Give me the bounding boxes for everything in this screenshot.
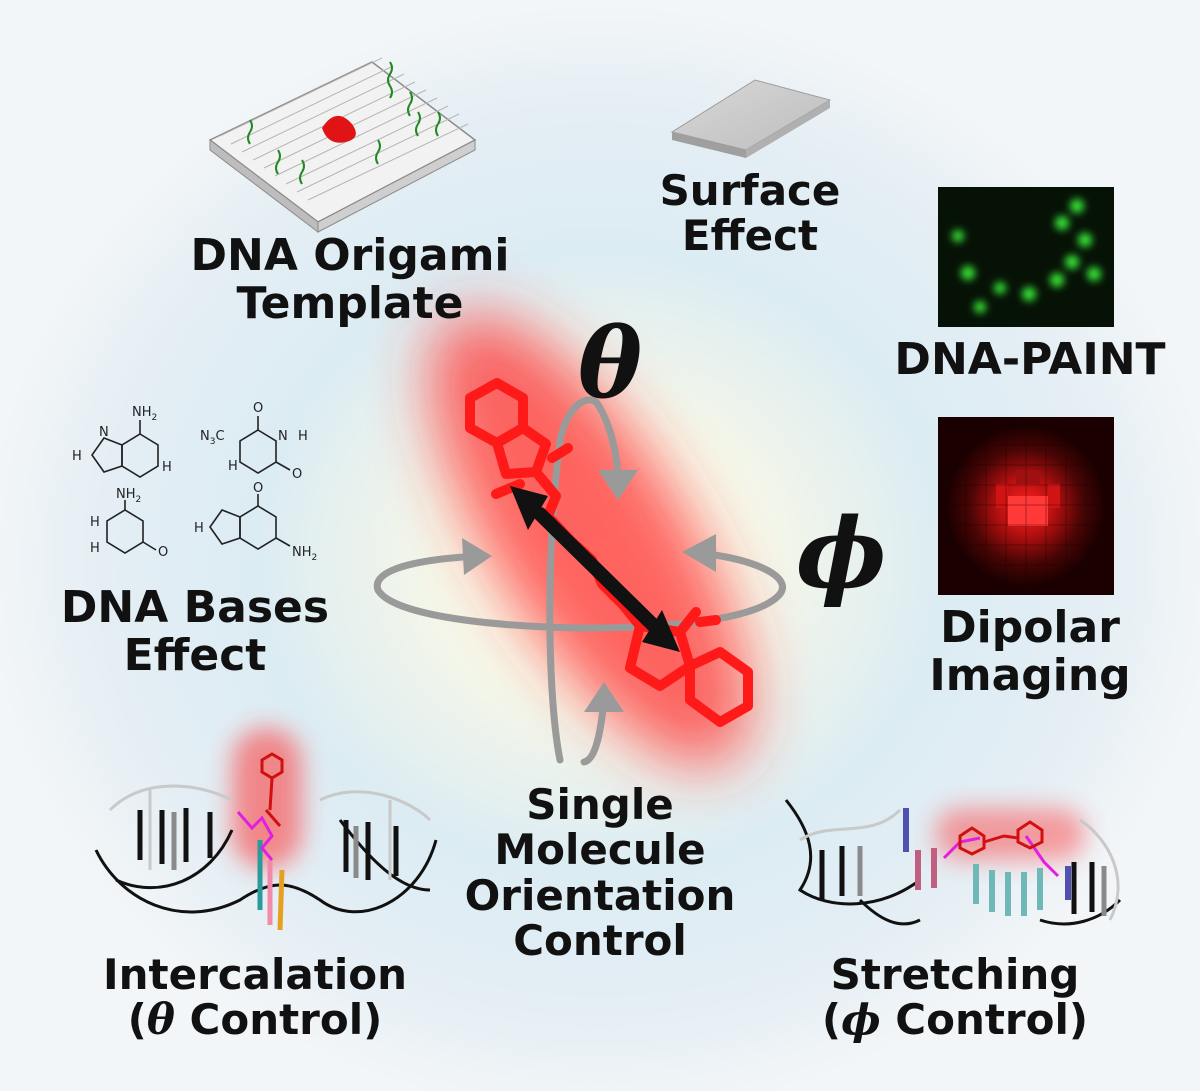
theta-symbol: θ [578, 307, 643, 420]
theta-rotation-arrow [546, 396, 638, 766]
adenine-h-right: H [162, 460, 172, 475]
guanine-structure [209, 494, 291, 550]
phi-rotation-arrow [373, 534, 786, 632]
cytosine-h5: H [90, 515, 100, 530]
stretching-label-line2: (ϕ Control) [770, 997, 1140, 1042]
molecule-glow [430, 313, 750, 767]
uracil-o-top: O [253, 401, 263, 416]
dna-paint-label: DNA-PAINT [894, 334, 1166, 385]
intercalation-dna-helix [94, 728, 438, 931]
dipolar-label-line2: Imaging [929, 649, 1131, 701]
adenine-n7: N [99, 425, 109, 440]
theta-symbol-inline: θ [146, 995, 175, 1045]
phi-symbol: ϕ [796, 497, 887, 610]
stretching-paren: ( [821, 995, 842, 1045]
single-label-line1: Single [526, 780, 674, 829]
dna-paint-image [938, 187, 1114, 327]
guanine-h: H [194, 521, 204, 536]
dipolar-image [938, 417, 1114, 595]
dna-bases-effect-label: DNA Bases Effect [40, 584, 350, 679]
uracil-h3: H [298, 429, 308, 444]
surface-plate-graphic [670, 79, 832, 158]
adenine-h-left: H [72, 449, 82, 464]
surface-effect-label-line1: Surface [659, 166, 841, 215]
azido-uracil-structure [239, 416, 291, 474]
uracil-o-bottom: O [292, 467, 302, 482]
intercalation-control-text: Control) [174, 995, 383, 1045]
dna-bases-label-line2: Effect [123, 629, 267, 681]
surface-effect-label-line2: Effect [681, 211, 819, 261]
phi-symbol-inline: ϕ [841, 995, 881, 1045]
single-label-line4: Control [513, 916, 687, 966]
origami-staple-strands [247, 61, 441, 185]
cytosine-o: O [158, 545, 168, 560]
adenine-structure [91, 420, 159, 478]
single-label-line2: Molecule [494, 825, 706, 875]
uracil-h6: H [228, 459, 238, 474]
intercalation-label: Intercalation (θ Control) [70, 952, 440, 1043]
azido-n3: N3C [200, 429, 225, 447]
dna-origami-template-graphic [208, 57, 477, 234]
cytosine-structure [106, 500, 157, 554]
stretching-label-line1: Stretching [830, 950, 1080, 999]
stretching-label: Stretching (ϕ Control) [770, 952, 1140, 1043]
guanine-nh2: NH2 [292, 545, 317, 563]
single-molecule-orientation-control-label: Single Molecule Orientation Control [440, 780, 760, 966]
transition-dipole-arrow [510, 486, 680, 652]
dipolar-label-line1: Dipolar [940, 602, 1120, 653]
adenine-nh2: NH2 [132, 405, 157, 423]
stretching-control-text: Control) [880, 995, 1089, 1045]
dna-origami-label-line2: Template [236, 277, 464, 329]
dipolar-imaging-label: Dipolar Imaging [900, 604, 1160, 699]
guanine-o: O [253, 481, 263, 496]
intercalation-paren: ( [127, 995, 147, 1045]
intercalation-label-line2: (θ Control) [70, 997, 440, 1042]
dna-bases-label-line1: DNA Bases [60, 582, 330, 633]
dna-origami-label-line1: DNA Origami [190, 230, 510, 281]
intercalation-label-line1: Intercalation [102, 950, 407, 999]
cytosine-h6: H [90, 541, 100, 556]
uracil-n3: N [278, 429, 288, 444]
surface-effect-label: Surface Effect [620, 168, 880, 259]
origami-dye-molecule [322, 115, 356, 143]
cytosine-nh2: NH2 [116, 487, 141, 505]
single-label-line3: Orientation [464, 870, 736, 920]
dna-origami-template-label: DNA Origami Template [150, 232, 550, 327]
stretching-dna-helix [784, 799, 1122, 926]
dna-bases-structures [91, 416, 291, 554]
